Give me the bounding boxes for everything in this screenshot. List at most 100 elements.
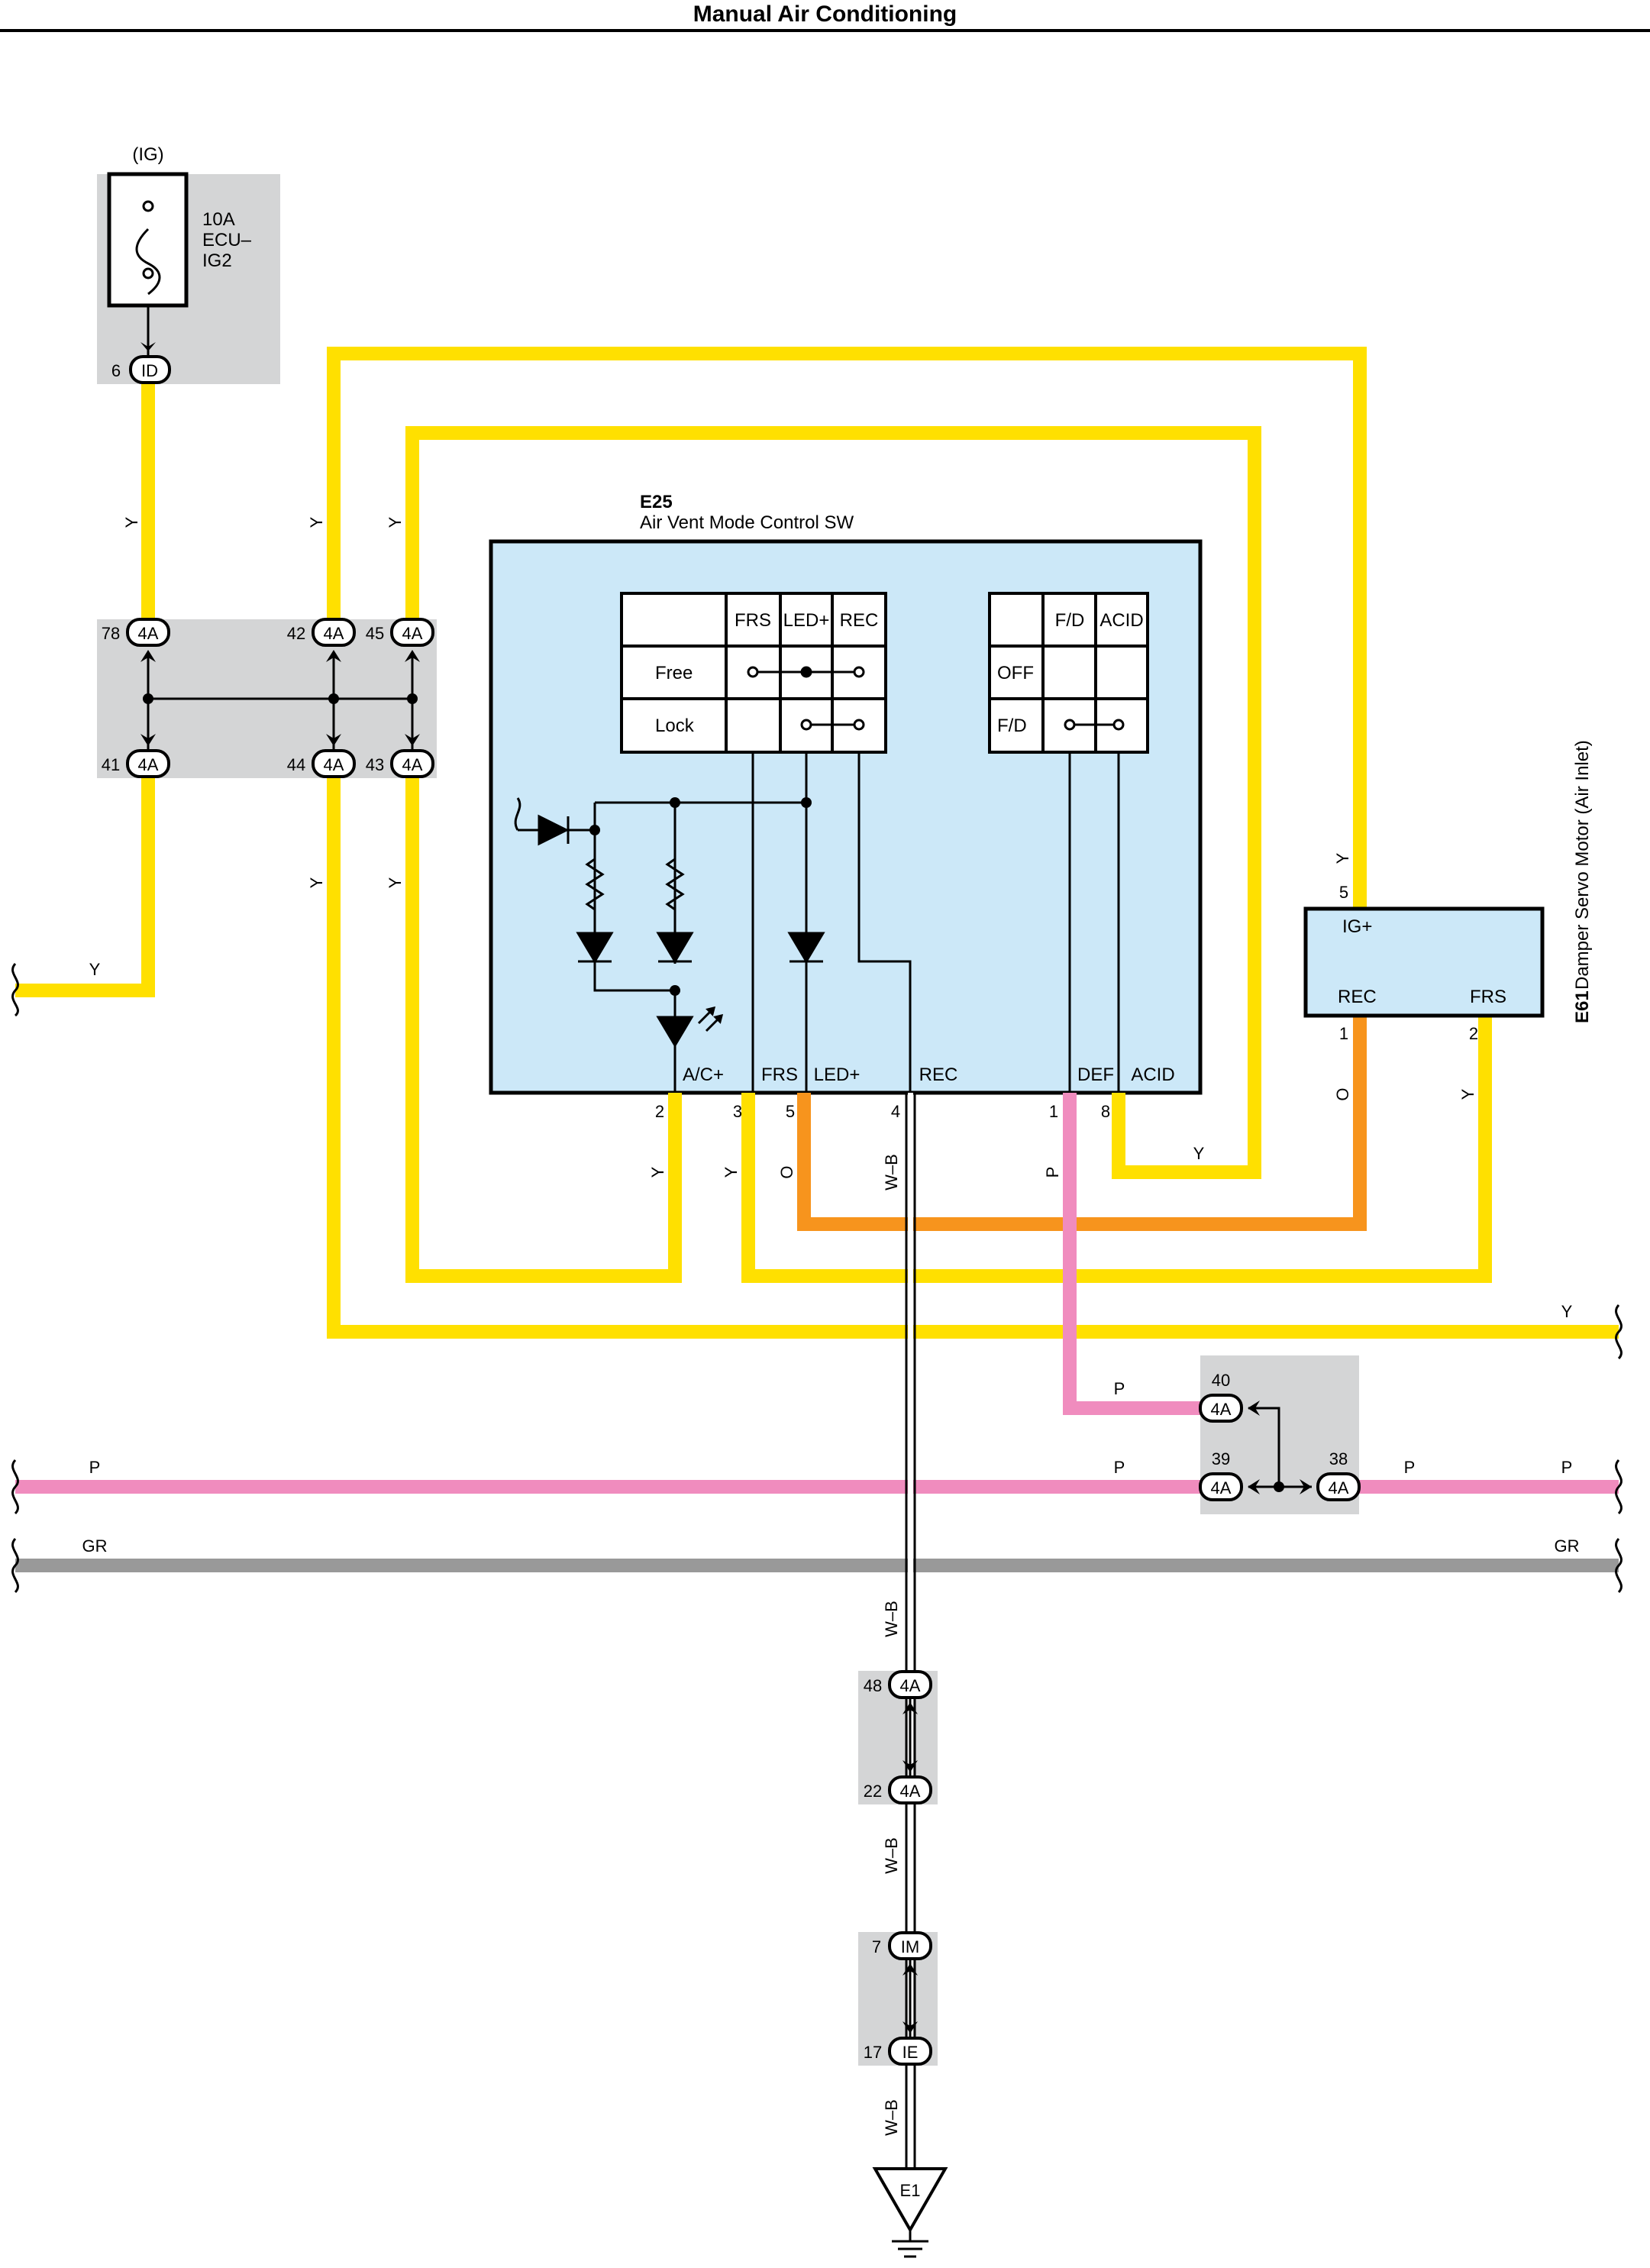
svg-text:38: 38 (1329, 1449, 1348, 1468)
svg-text:7: 7 (872, 1937, 881, 1956)
ground-e1: E1 (872, 2167, 948, 2258)
wire-wb-fill (908, 1093, 913, 2169)
e61-igp: IG+ (1342, 916, 1372, 937)
e25-tr-h-fd: F/D (1055, 610, 1085, 631)
svg-text:Y: Y (1561, 1302, 1573, 1321)
svg-text:4A: 4A (900, 1782, 921, 1801)
e25-term-acid: ACID (1131, 1065, 1174, 1085)
pin-78: 4A 78 (102, 618, 170, 662)
svg-text:4A: 4A (138, 624, 159, 643)
svg-text:GR: GR (1555, 1536, 1580, 1556)
junction-4a-top: 4A 78 4A 42 4A 45 4A 41 4A 44 (102, 618, 434, 778)
pin-42: 4A 42 (287, 618, 356, 662)
e25-tr-row-off: OFF (997, 663, 1034, 683)
connector-id: ID 6 (111, 342, 171, 384)
svg-text:48: 48 (864, 1676, 882, 1695)
svg-text:W–B: W–B (882, 1837, 901, 1874)
svg-text:O: O (1333, 1087, 1352, 1100)
junction-4a-pink: 4A 40 4A 39 4A 38 (1199, 1371, 1361, 1501)
wire-p (15, 1093, 1619, 1494)
svg-text:17: 17 (864, 2043, 882, 2062)
e25-term-rec: REC (919, 1065, 958, 1085)
e25-pin-5: 5 (786, 1102, 795, 1121)
e25-tl-row-lock: Lock (655, 716, 695, 736)
e25-tr-contacts (1064, 719, 1125, 731)
svg-text:IM: IM (901, 1937, 919, 1956)
fuse-source-label: (IG) (132, 144, 163, 165)
connector-id-label: ID (141, 361, 158, 380)
e61-pin-5: 5 (1339, 883, 1348, 902)
pin-7-im: IM 7 (872, 1931, 932, 1976)
e25-pin-3: 3 (733, 1102, 742, 1121)
e25-pin-8: 8 (1101, 1102, 1110, 1121)
svg-text:P: P (1561, 1458, 1573, 1477)
e25-term-led: LED+ (814, 1065, 861, 1085)
svg-text:Y: Y (307, 516, 326, 528)
svg-text:4A: 4A (1211, 1400, 1232, 1419)
svg-text:Y: Y (648, 1166, 667, 1178)
svg-text:IE: IE (902, 2043, 919, 2062)
svg-text:45: 45 (366, 624, 384, 643)
e25-pin-2: 2 (655, 1102, 664, 1121)
fuse-name-2: IG2 (202, 250, 232, 271)
pin-17-ie: IE 17 (864, 2021, 932, 2066)
svg-text:42: 42 (287, 624, 305, 643)
node (801, 797, 812, 808)
pin-39: 4A 39 (1199, 1449, 1260, 1501)
e61-box (1303, 906, 1545, 1018)
e25-tl-row-free: Free (655, 663, 693, 683)
svg-text:W–B: W–B (882, 1154, 901, 1191)
svg-text:22: 22 (864, 1782, 882, 1801)
svg-text:Y: Y (1193, 1144, 1205, 1163)
wire-o (797, 1016, 1367, 1231)
wire-color-labels: Y Y Y Y Y Y Y Y Y Y Y Y O O P P P P P P … (82, 516, 1580, 2136)
svg-text:P: P (1404, 1458, 1416, 1477)
e25-tr-row-fd: F/D (997, 716, 1027, 736)
e61-id: E61 (1572, 990, 1593, 1023)
pin-48: 4A 48 (864, 1670, 932, 1714)
wire-wb (905, 1093, 916, 2169)
e61-pin-1: 1 (1339, 1024, 1348, 1043)
e25-term-def: DEF (1077, 1065, 1114, 1085)
fuse-rating: 10A (202, 209, 235, 230)
node (589, 825, 600, 835)
fuse-10a: (IG) 10A ECU– IG2 (107, 144, 252, 308)
svg-text:41: 41 (102, 755, 120, 774)
wire-end-brackets (11, 962, 1623, 1594)
svg-text:P: P (1114, 1379, 1125, 1398)
svg-text:W–B: W–B (882, 1601, 901, 1637)
pin-45: 4A 45 (366, 618, 434, 662)
e25-tr-h-acid: ACID (1099, 610, 1143, 631)
e61-rec: REC (1338, 987, 1377, 1007)
ground-label: E1 (900, 2181, 921, 2200)
fuse-name-1: ECU– (202, 230, 252, 250)
svg-text:4A: 4A (1329, 1478, 1349, 1497)
pin-43: 4A 43 (366, 734, 434, 778)
svg-text:GR: GR (82, 1536, 108, 1556)
svg-text:Y: Y (307, 877, 326, 888)
svg-text:P: P (1114, 1458, 1125, 1477)
e61-frs: FRS (1470, 987, 1506, 1007)
svg-text:4A: 4A (402, 624, 423, 643)
svg-text:78: 78 (102, 624, 120, 643)
e25-internals (514, 797, 825, 1048)
pin-41: 4A 41 (102, 734, 170, 778)
svg-text:Y: Y (122, 516, 141, 528)
e25-pin-4: 4 (891, 1102, 900, 1121)
node (670, 985, 680, 996)
svg-text:Y: Y (1458, 1088, 1477, 1100)
svg-text:4A: 4A (324, 755, 344, 774)
svg-text:W–B: W–B (882, 2099, 901, 2136)
svg-text:4A: 4A (1211, 1478, 1232, 1497)
page-title: Manual Air Conditioning (693, 2, 957, 27)
svg-text:Y: Y (89, 960, 101, 979)
pin-22: 4A 22 (864, 1760, 932, 1804)
svg-text:40: 40 (1212, 1371, 1230, 1390)
e25-tl-h-led: LED+ (783, 610, 830, 631)
connector-id-pin: 6 (111, 361, 121, 380)
pin-38: 4A 38 (1300, 1449, 1361, 1501)
e25-id: E25 (640, 492, 673, 512)
node (670, 797, 680, 808)
pin-40: 4A 40 (1199, 1371, 1260, 1423)
